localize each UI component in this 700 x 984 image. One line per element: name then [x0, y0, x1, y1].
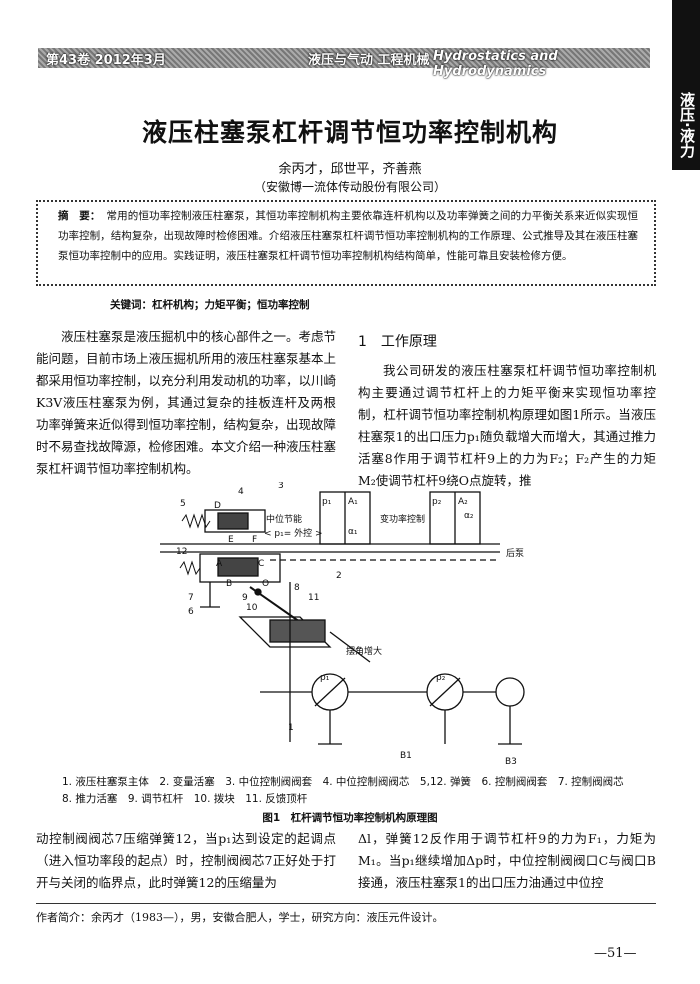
section-paragraph: 我公司研发的液压柱塞泵杠杆调节恒功率控制机构主要通过调节杠杆上的力矩平衡来实现恒… [358, 363, 656, 488]
fig-label-7: 7 [188, 593, 194, 603]
fig-label-11: 11 [308, 593, 319, 603]
fig-label-a1: A₁ [348, 497, 358, 507]
fig-label-p1: p₁ [322, 497, 332, 507]
abstract-text: 常用的恒功率控制液压柱塞泵，其恒功率控制机构主要依靠连杆机构以及功率弹簧之间的力… [58, 210, 639, 262]
fig-label-f: F [252, 535, 257, 545]
affiliation: （安徽博一流体传动股份有限公司） [253, 180, 446, 194]
fig-label-b3: B3 [505, 757, 517, 767]
figure-schematic: 5 D 4 3 中位节能 < p₁= 外控 > E F 12 A C B O 7… [160, 482, 525, 767]
fig-label-10: 10 [246, 603, 258, 613]
fig-label-6: 6 [188, 607, 194, 617]
paper-title: 液压柱塞泵杠杆调节恒功率控制机构 [141, 118, 558, 147]
pilot-pump [495, 677, 525, 707]
spring-12 [179, 560, 201, 576]
fig-label-alpha2: α₂ [464, 511, 474, 521]
variable-piston-housing [238, 616, 332, 648]
page-number: —51— [594, 946, 637, 961]
side-tab-label: 液压·液力 [678, 92, 696, 158]
fig-label-c: C [258, 559, 264, 569]
journal-name: 液压与气动 工程机械 [308, 53, 430, 68]
fig-label-a2: A₂ [458, 497, 468, 507]
control-valve-spool [217, 557, 259, 577]
fig-label-8: 8 [294, 583, 300, 593]
fig-label-pump-p2: p₂ [436, 673, 446, 683]
fig-label-d: D [214, 501, 221, 511]
spring-5 [181, 513, 211, 529]
bottom-right-paragraph: Δl，弹簧12反作用于调节杠杆9的力为F₁，力矩为M₁。当p₁继续增加Δp时，中… [358, 831, 656, 890]
fig-label-o: O [262, 579, 269, 589]
fig-label-12: 12 [176, 547, 187, 557]
fig-label-5: 5 [180, 499, 186, 509]
fig-label-p2: p₂ [432, 497, 442, 507]
journal-header-bar: 第43卷 2012年3月 液压与气动 工程机械 Hydrostatics and… [38, 48, 650, 79]
issue-label: 第43卷 2012年3月 [46, 53, 166, 68]
bottom-left-paragraph: 动控制阀阀芯7压缩弹簧12，当p₁达到设定的起调点（进入恒功率段的起点）时，控制… [36, 831, 336, 890]
footnote-rule [36, 903, 656, 904]
fig-label-4: 4 [238, 487, 244, 497]
side-section-tab: 液压·液力 [672, 0, 700, 170]
fig-label-3: 3 [278, 482, 284, 491]
intro-paragraph: 液压柱塞泵是液压掘机中的核心部件之一。考虑节能问题，目前市场上液压掘机所用的液压… [36, 329, 337, 476]
variable-piston [269, 619, 326, 643]
abstract-label: 摘 要： [58, 210, 101, 222]
fig-label-b1: B1 [400, 751, 412, 761]
fig-label-b: B [226, 579, 232, 589]
keywords: 关键词：杠杆机构；力矩平衡；恒功率控制 [110, 299, 310, 311]
section-heading: 1 工作原理 [358, 334, 437, 350]
fig-label-2: 2 [336, 571, 342, 581]
fig-label-alpha1: α₁ [348, 527, 358, 537]
authors: 余丙才，邱世平，齐善燕 [278, 162, 422, 177]
center-valve-body [204, 509, 266, 533]
fig-label-rear-pump: 后泵 [506, 548, 524, 559]
fig-label-e: E [228, 535, 234, 545]
fig-label-1: 1 [288, 723, 294, 733]
figure-legend: 1. 液压柱塞泵主体 2. 变量活塞 3. 中位控制阀阀套 4. 中位控制阀阀芯… [62, 776, 635, 805]
fig-label-external: < p₁= 外控 > [264, 527, 323, 539]
abstract-box: 摘 要：常用的恒功率控制液压柱塞泵，其恒功率控制机构主要依靠连杆机构以及功率弹簧… [36, 200, 656, 286]
pivot-o [254, 588, 262, 596]
fig-label-pump-p1: p₁ [320, 673, 330, 683]
fig-label-neutral: 中位节能 [266, 513, 302, 525]
fig-label-9: 9 [242, 593, 248, 603]
fig-label-angle: 摆角增大 [346, 645, 382, 657]
fig-label-a: A [216, 559, 223, 569]
figure-caption: 图1 杠杆调节恒功率控制机构原理图 [262, 812, 438, 824]
author-footnote: 作者简介：余丙才（1983—），男，安徽合肥人，学士，研究方向：液压元件设计。 [36, 911, 444, 924]
center-valve-spool [217, 512, 249, 530]
journal-english: Hydrostatics and Hydrodynamics [433, 49, 558, 79]
fig-label-variable-power: 变功率控制 [380, 513, 425, 525]
